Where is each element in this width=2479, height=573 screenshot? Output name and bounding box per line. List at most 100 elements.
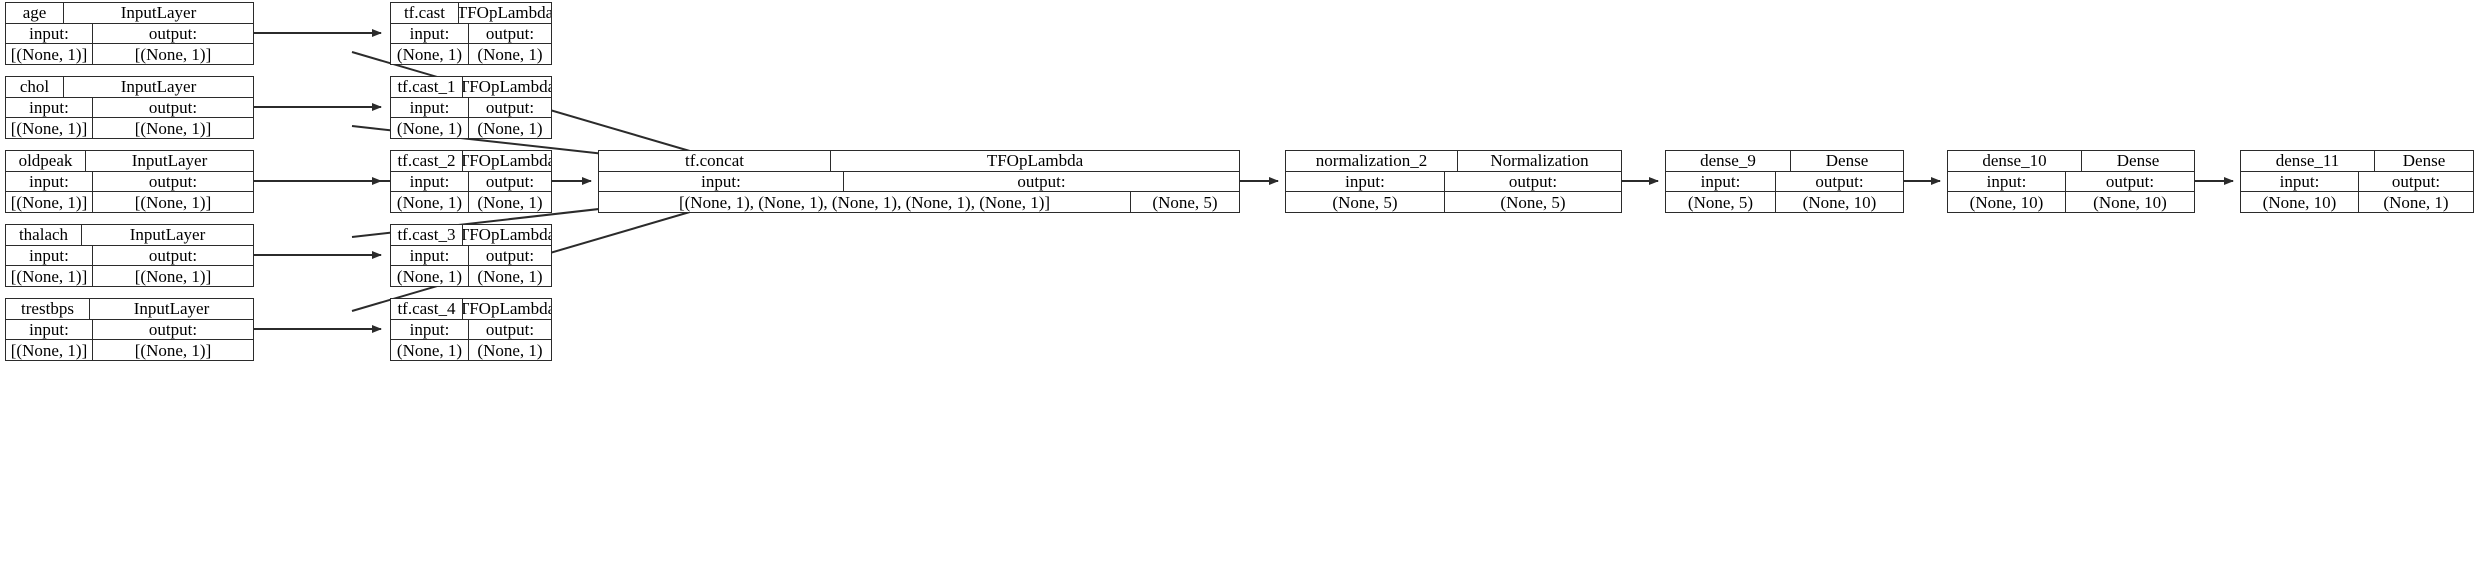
node-shape-row: (None, 5) (None, 5)	[1286, 192, 1621, 213]
node-tf-cast-2[interactable]: tf.cast_2 TFOpLambda input: output: (Non…	[390, 150, 552, 213]
node-type: InputLayer	[120, 77, 197, 97]
node-io-label-row: input: output:	[391, 319, 551, 341]
node-shape-row: (None, 5) (None, 10)	[1666, 192, 1903, 213]
input-shape: [(None, 1), (None, 1), (None, 1), (None,…	[599, 192, 1131, 213]
output-label: output:	[148, 24, 198, 43]
output-label: output:	[148, 320, 198, 339]
node-oldpeak[interactable]: oldpeak InputLayer input: output: [(None…	[5, 150, 254, 213]
node-title: trestbps	[6, 299, 90, 319]
node-dense-10[interactable]: dense_10 Dense input: output: (None, 10)…	[1947, 150, 2195, 213]
node-title: thalach	[6, 225, 82, 245]
node-header-row: tf.concat TFOpLambda	[599, 151, 1239, 172]
node-trestbps[interactable]: trestbps InputLayer input: output: [(Non…	[5, 298, 254, 361]
output-label: output:	[485, 98, 535, 117]
node-io-label-row: input: output:	[391, 23, 551, 45]
node-type: InputLayer	[131, 151, 208, 171]
node-header-row: tf.cast_3 TFOpLambda	[391, 225, 551, 246]
output-shape: (None, 5)	[1152, 192, 1218, 212]
node-title: normalization_2	[1286, 151, 1458, 171]
output-label: output:	[148, 246, 198, 265]
input-shape: [(None, 1)]	[6, 44, 93, 65]
node-header-row: dense_11 Dense	[2241, 151, 2473, 172]
node-type: TFOpLambda	[463, 225, 551, 245]
node-shape-row: (None, 10) (None, 1)	[2241, 192, 2473, 213]
input-shape: [(None, 1)]	[6, 266, 93, 287]
node-type: InputLayer	[133, 299, 210, 319]
node-type: TFOpLambda	[986, 151, 1084, 171]
input-label: input:	[1666, 171, 1776, 192]
node-io-label-row: input: output:	[1666, 171, 1903, 193]
node-shape-row: (None, 1) (None, 1)	[391, 266, 551, 287]
node-normalization-2[interactable]: normalization_2 Normalization input: out…	[1285, 150, 1622, 213]
node-shape-row: (None, 1) (None, 1)	[391, 192, 551, 213]
node-io-label-row: input: output:	[6, 245, 253, 267]
output-label: output:	[485, 320, 535, 339]
node-title: chol	[6, 77, 64, 97]
node-type: TFOpLambda	[463, 151, 551, 171]
node-chol[interactable]: chol InputLayer input: output: [(None, 1…	[5, 76, 254, 139]
node-title: tf.cast	[391, 3, 459, 23]
node-dense-11[interactable]: dense_11 Dense input: output: (None, 10)…	[2240, 150, 2474, 213]
node-type: InputLayer	[120, 3, 197, 23]
node-tf-cast-4[interactable]: tf.cast_4 TFOpLambda input: output: (Non…	[390, 298, 552, 361]
node-shape-row: [(None, 1)] [(None, 1)]	[6, 44, 253, 65]
node-type: Dense	[2116, 151, 2160, 171]
input-label: input:	[1948, 171, 2066, 192]
output-label: output:	[148, 98, 198, 117]
node-shape-row: [(None, 1)] [(None, 1)]	[6, 118, 253, 139]
node-type: TFOpLambda	[463, 299, 551, 319]
node-header-row: age InputLayer	[6, 3, 253, 24]
output-shape: (None, 1)	[477, 192, 543, 212]
node-title: tf.concat	[599, 151, 831, 171]
node-io-label-row: input: output:	[2241, 171, 2473, 193]
output-shape: (None, 1)	[2383, 192, 2449, 212]
input-label: input:	[599, 171, 844, 192]
node-header-row: dense_10 Dense	[1948, 151, 2194, 172]
output-shape: (None, 1)	[477, 266, 543, 286]
node-age[interactable]: age InputLayer input: output: [(None, 1)…	[5, 2, 254, 65]
node-io-label-row: input: output:	[391, 245, 551, 267]
input-label: input:	[391, 97, 469, 118]
input-shape: [(None, 1)]	[6, 192, 93, 213]
input-shape: (None, 1)	[391, 192, 469, 213]
node-shape-row: [(None, 1)] [(None, 1)]	[6, 192, 253, 213]
output-shape: [(None, 1)]	[134, 340, 212, 360]
input-label: input:	[6, 245, 93, 266]
input-shape: [(None, 1)]	[6, 340, 93, 361]
node-io-label-row: input: output:	[6, 97, 253, 119]
node-type: TFOpLambda	[459, 3, 551, 23]
input-label: input:	[2241, 171, 2359, 192]
node-type: Normalization	[1490, 151, 1589, 171]
output-shape: (None, 1)	[477, 340, 543, 360]
node-thalach[interactable]: thalach InputLayer input: output: [(None…	[5, 224, 254, 287]
node-tf-cast-1[interactable]: tf.cast_1 TFOpLambda input: output: (Non…	[390, 76, 552, 139]
input-label: input:	[6, 97, 93, 118]
input-shape: (None, 5)	[1666, 192, 1776, 213]
output-label: output:	[485, 246, 535, 265]
node-title: tf.cast_4	[391, 299, 463, 319]
output-shape: (None, 5)	[1500, 192, 1566, 212]
input-shape: (None, 1)	[391, 118, 469, 139]
node-dense-9[interactable]: dense_9 Dense input: output: (None, 5) (…	[1665, 150, 1904, 213]
output-label: output:	[2391, 172, 2441, 191]
node-header-row: tf.cast TFOpLambda	[391, 3, 551, 24]
output-label: output:	[485, 172, 535, 191]
node-tf-cast-3[interactable]: tf.cast_3 TFOpLambda input: output: (Non…	[390, 224, 552, 287]
node-type: Dense	[2402, 151, 2446, 171]
output-shape: (None, 1)	[477, 118, 543, 138]
input-shape: (None, 5)	[1286, 192, 1445, 213]
node-header-row: tf.cast_2 TFOpLambda	[391, 151, 551, 172]
node-tf-concat[interactable]: tf.concat TFOpLambda input: output: [(No…	[598, 150, 1240, 213]
output-shape: (None, 1)	[477, 44, 543, 64]
node-shape-row: (None, 10) (None, 10)	[1948, 192, 2194, 213]
node-title: dense_10	[1948, 151, 2082, 171]
node-io-label-row: input: output:	[599, 171, 1239, 193]
node-io-label-row: input: output:	[6, 171, 253, 193]
node-tf-cast[interactable]: tf.cast TFOpLambda input: output: (None,…	[390, 2, 552, 65]
node-type: Dense	[1825, 151, 1869, 171]
node-header-row: chol InputLayer	[6, 77, 253, 98]
node-title: dense_11	[2241, 151, 2375, 171]
node-io-label-row: input: output:	[6, 319, 253, 341]
